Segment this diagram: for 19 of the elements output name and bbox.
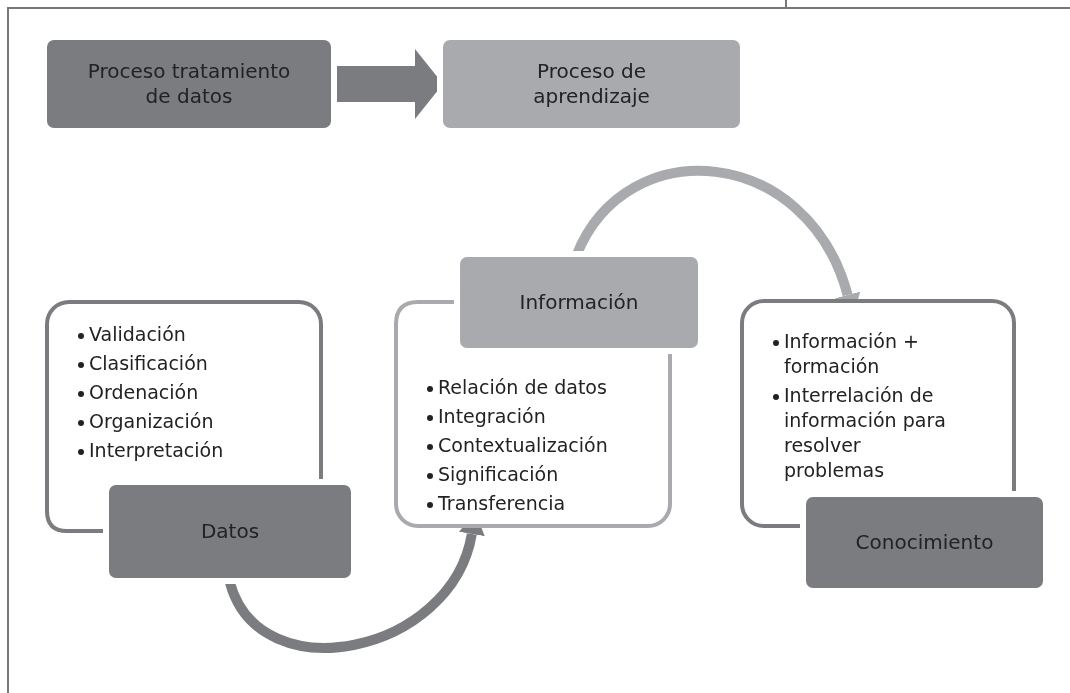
bullet-item: Contextualización — [438, 433, 608, 458]
box-label: Información — [519, 290, 639, 315]
bullet-item: Ordenación — [89, 380, 199, 405]
list-panel — [45, 300, 323, 482]
bullet-item: Relación de datos — [438, 375, 607, 400]
box-label: Datos — [200, 519, 260, 544]
bullet-item: Validación — [89, 322, 186, 347]
bullet-item: Interpretación — [89, 438, 224, 463]
bullet-item: Transferencia — [438, 491, 566, 516]
box-label: Proceso tratamiento de datos — [86, 59, 292, 109]
bullet-item: Integración — [438, 404, 546, 429]
bullet-item: Organización — [89, 409, 214, 434]
box-label: Conocimiento — [855, 530, 994, 555]
box-label: Proceso de aprendizaje — [532, 59, 651, 109]
bullet-item: Información + formación — [784, 329, 920, 379]
list-panel — [394, 352, 672, 528]
bullet-item: Significación — [438, 462, 559, 487]
bullet-item: Clasificación — [89, 351, 208, 376]
bullet-item: Interrelación de información para resolver problemas — [784, 383, 947, 483]
